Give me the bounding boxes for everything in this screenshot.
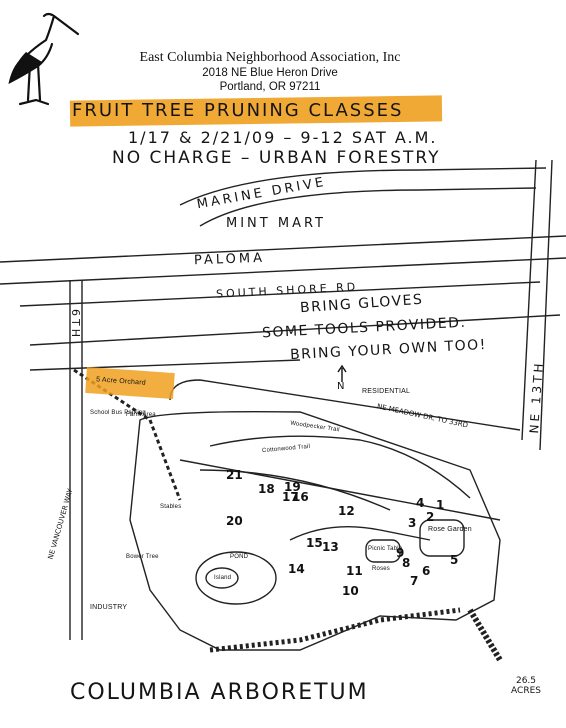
address-line-2: Portland, OR 97211 <box>219 81 321 93</box>
label-mint-mart: MINT MART <box>226 216 326 231</box>
label-stables: Stables <box>160 504 182 510</box>
street-6th: 6TH <box>69 309 82 340</box>
address-line-1: 2018 NE Blue Heron Drive <box>202 67 338 79</box>
label-residential: RESIDENTIAL <box>362 388 411 395</box>
label-picnic-table: Picnic Table <box>368 546 403 552</box>
site-number-1: 1 <box>436 498 445 512</box>
arboretum-acres: 26.5 ACRES <box>511 676 541 696</box>
label-roses: Roses <box>372 566 391 572</box>
site-number-21: 21 <box>226 468 243 482</box>
site-number-3: 3 <box>408 516 417 530</box>
site-number-20: 20 <box>226 514 243 528</box>
site-number-14: 14 <box>288 562 305 576</box>
label-island: Island <box>214 575 232 581</box>
site-number-9: 9 <box>396 546 405 560</box>
site-number-19: 19 <box>284 480 301 494</box>
north-indicator: N <box>337 381 345 392</box>
label-farm-area: Farm Area <box>126 412 156 418</box>
site-number-11: 11 <box>346 564 363 578</box>
site-number-7: 7 <box>410 574 419 588</box>
label-industry: INDUSTRY <box>90 604 128 611</box>
label-rose-garden: Rose Garden <box>428 526 472 533</box>
letterhead: East Columbia Neighborhood Association, … <box>110 50 430 94</box>
org-name: East Columbia Neighborhood Association, … <box>139 50 401 65</box>
announcement-dates: 1/17 & 2/21/09 – 9-12 SAT A.M. <box>128 128 438 147</box>
label-school-bus: School Bus Parking <box>90 410 146 416</box>
arboretum-name: COLUMBIA ARBORETUM <box>70 680 369 705</box>
site-number-4: 4 <box>416 496 425 510</box>
site-number-13: 13 <box>322 540 339 554</box>
label-bower-tree: Bower Tree <box>126 554 159 560</box>
site-number-15: 15 <box>306 536 323 550</box>
site-number-17: 17 <box>282 490 299 504</box>
announcement-sponsor: NO CHARGE – URBAN FORESTRY <box>112 148 441 168</box>
street-paloma: PALOMA <box>193 250 266 269</box>
label-pond: POND <box>230 554 249 560</box>
site-number-16: 16 <box>292 490 309 504</box>
site-number-18: 18 <box>258 482 275 496</box>
site-number-2: 2 <box>426 510 435 524</box>
site-number-12: 12 <box>338 504 355 518</box>
announcement-title: FRUIT TREE PRUNING CLASSES <box>72 100 404 121</box>
site-number-10: 10 <box>342 584 359 598</box>
site-number-6: 6 <box>422 564 431 578</box>
site-number-8: 8 <box>402 556 411 570</box>
site-number-5: 5 <box>450 553 459 567</box>
